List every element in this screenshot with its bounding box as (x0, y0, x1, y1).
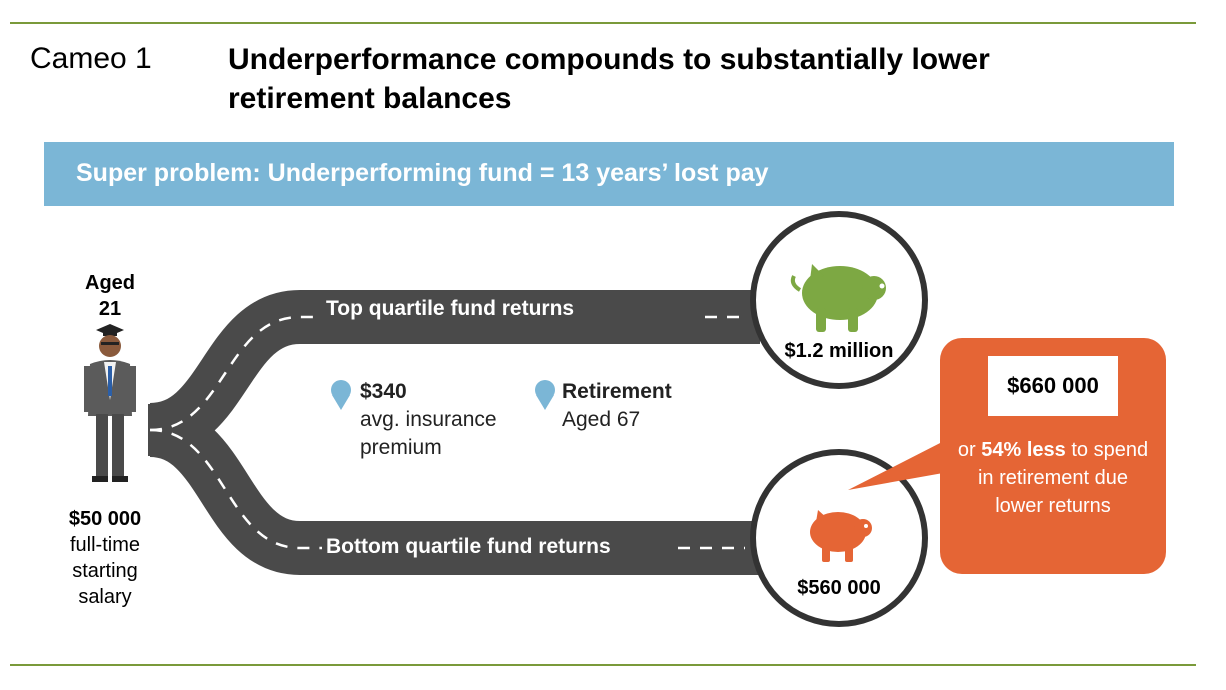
callout-text: or 54% less to spend in retirement due l… (956, 436, 1150, 520)
age-label: Aged 21 (62, 270, 158, 322)
bottom-outcome-circle (750, 449, 928, 627)
road-top-label: Top quartile fund returns (326, 297, 575, 320)
retirement-marker: Retirement Aged 67 (562, 378, 672, 434)
salary-line: starting (72, 560, 138, 582)
retirement-title: Retirement (562, 380, 672, 403)
callout-value: $660 000 (988, 356, 1118, 416)
premium-value: $340 (360, 380, 407, 403)
salary-label: $50 000 full-time starting salary (42, 506, 168, 610)
road-bottom-label: Bottom quartile fund returns (326, 535, 611, 558)
aged-label: Aged (85, 272, 135, 294)
top-amount: $1.2 million (784, 340, 894, 362)
banner-text: Super problem: Underperforming fund = 13… (76, 159, 769, 187)
page-title: Underperformance compounds to substantia… (228, 43, 990, 115)
road-dashes-top (149, 315, 322, 432)
callout-highlight: 54% less (981, 439, 1066, 461)
salary-line: salary (78, 586, 132, 608)
callout-tail (848, 440, 960, 490)
banner: Super problem: Underperforming fund = 13… (44, 142, 1174, 206)
piggy-bank-icon (790, 264, 886, 332)
top-rule (10, 22, 1196, 24)
premium-marker: $340 avg. insurance premium (360, 378, 497, 462)
bottom-amount: $560 000 (797, 577, 881, 599)
salary-value: $50 000 (68, 508, 142, 530)
map-pin-icon (331, 380, 351, 410)
retirement-detail: Aged 67 (562, 408, 641, 431)
callout-suffix: to spend in retirement due lower returns (977, 439, 1149, 517)
top-outcome-circle (750, 211, 928, 389)
premium-line: avg. insurance (360, 408, 497, 431)
road-dashes-bottom (149, 428, 322, 550)
callout: $660 000 or 54% less to spend in retirem… (940, 338, 1166, 574)
map-pin-icon (535, 380, 555, 410)
person-graduate-icon (84, 324, 136, 482)
cameo-label: Cameo 1 (30, 42, 152, 75)
premium-line: premium (360, 436, 442, 459)
road-network (147, 290, 760, 575)
salary-line: full-time (69, 534, 140, 556)
bottom-rule (10, 664, 1196, 666)
piggy-bank-icon (810, 510, 872, 562)
callout-prefix: or (957, 439, 982, 461)
aged-value: 21 (98, 298, 122, 320)
